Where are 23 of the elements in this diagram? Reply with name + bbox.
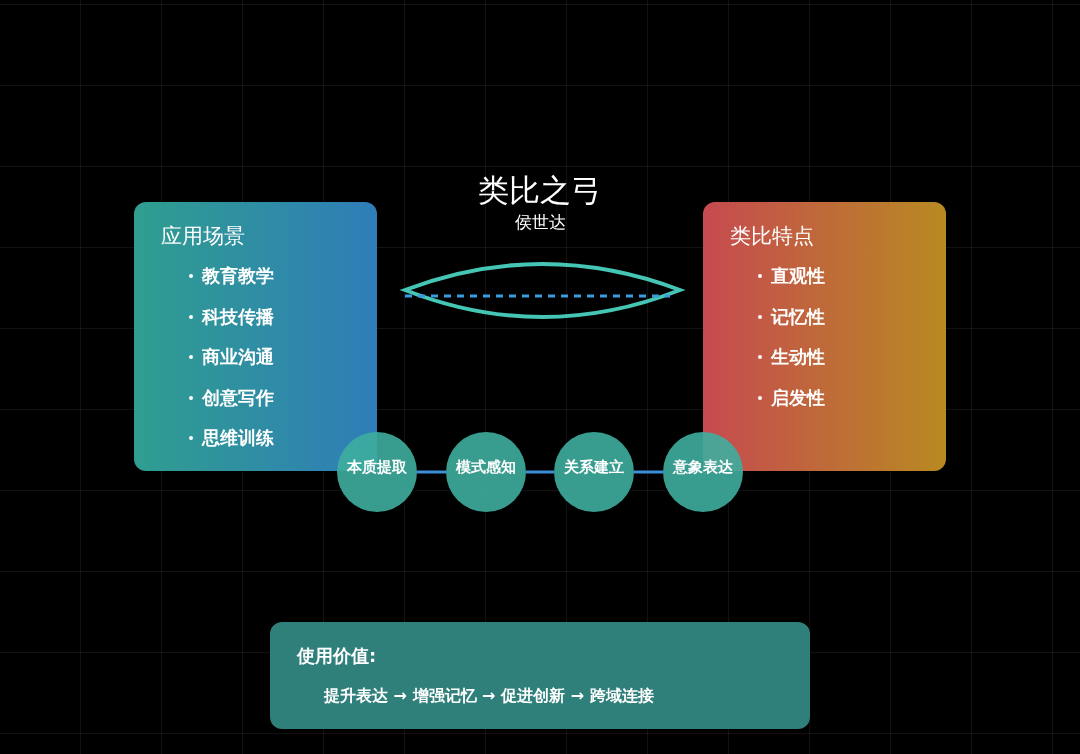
bullet-item: 思维训练 <box>202 426 274 450</box>
connector-line <box>417 470 446 474</box>
bullet-item: 直观性 <box>771 264 825 288</box>
connector-line <box>526 470 554 474</box>
step-label: 本质提取 <box>346 458 408 477</box>
step-label: 意象表达 <box>671 458 734 477</box>
step-label: 模式感知 <box>454 458 517 477</box>
card-heading: 使用价值: <box>297 644 377 668</box>
card-heading: 应用场景 <box>161 223 245 250</box>
bullet-item: 科技传播 <box>202 304 274 329</box>
bullet-item: 商业沟通 <box>202 345 274 369</box>
bullet-item: 生动性 <box>771 345 825 369</box>
card-heading: 类比特点 <box>730 223 814 250</box>
title: 类比之弓 <box>477 171 603 210</box>
value-chain: 提升表达 → 增强记忆 → 促进创新 → 跨域连接 <box>324 686 654 707</box>
bullet-item: 记忆性 <box>771 304 825 329</box>
step-label: 关系建立 <box>563 458 625 477</box>
value-card <box>270 622 810 729</box>
bullet-item: 启发性 <box>771 385 825 410</box>
bullet-item: 创意写作 <box>202 385 274 410</box>
bullet-item: 教育教学 <box>202 264 274 288</box>
subtitle: 侯世达 <box>513 211 567 234</box>
connector-line <box>634 470 663 474</box>
